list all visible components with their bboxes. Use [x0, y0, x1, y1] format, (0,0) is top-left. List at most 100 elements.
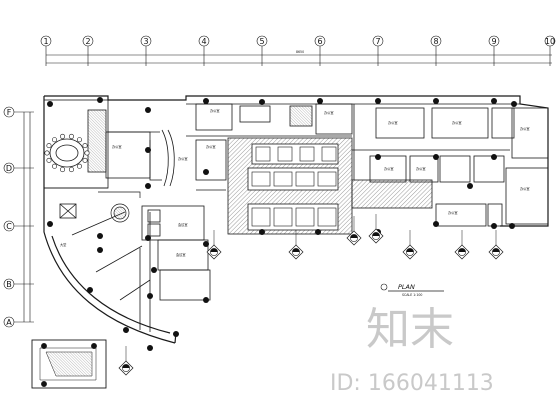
- grid-bubble-col: [488, 35, 500, 47]
- column-dot: [317, 98, 323, 104]
- chair: [52, 163, 58, 169]
- column-dot: [203, 241, 209, 247]
- watermark-brand: 知末: [366, 304, 454, 355]
- column-dot: [97, 247, 103, 253]
- column-dot: [147, 345, 153, 351]
- elevator-car: [273, 171, 293, 187]
- section-marker: [402, 230, 418, 260]
- left-wing: [43, 99, 175, 332]
- room-label: 大堂: [60, 242, 66, 247]
- grid-col-label: 9: [491, 37, 496, 46]
- top-dimension-value: 8650: [296, 50, 304, 54]
- chair: [68, 133, 74, 139]
- watermark-id: ID: 166041113: [330, 371, 494, 396]
- chair: [82, 143, 88, 149]
- room-label: 会议室: [178, 222, 188, 227]
- grid-col-label: 7: [375, 37, 380, 46]
- room-label: 办公室: [520, 186, 530, 191]
- column-dot: [87, 287, 93, 293]
- grid-bubble-col: [314, 35, 326, 47]
- column-dot: [433, 221, 439, 227]
- room-label: 办公室: [452, 120, 462, 125]
- right-wing: [186, 103, 549, 227]
- grid-bubble-col: [256, 35, 268, 47]
- section-marker: [206, 230, 222, 260]
- section-marker: [368, 214, 384, 244]
- grid-col-label: 4: [201, 37, 206, 46]
- column-dot: [145, 147, 151, 153]
- grid-bubble-col: [140, 35, 152, 47]
- chair: [52, 137, 58, 143]
- room-label: 办公室: [210, 108, 220, 113]
- elevator-car: [317, 207, 337, 227]
- core-box: [321, 146, 337, 162]
- room-label: 办公室: [384, 166, 394, 171]
- lower-rooms: [141, 205, 211, 301]
- section-marker: [454, 230, 470, 260]
- grid-col-label: 5: [259, 37, 264, 46]
- conference-table: [44, 133, 90, 173]
- chair: [46, 157, 52, 163]
- room-label: 办公室: [112, 144, 122, 149]
- section-marker: [118, 346, 134, 376]
- column-dot: [491, 154, 497, 160]
- grid-bubble-col: [40, 35, 52, 47]
- grid-row-label: D: [6, 164, 12, 173]
- column-dot: [433, 98, 439, 104]
- chair: [84, 150, 90, 156]
- elevator-car: [251, 171, 271, 187]
- room-label: 办公室: [448, 210, 458, 215]
- grid-row-label: C: [6, 222, 12, 231]
- column-tick-marks: [45, 46, 551, 66]
- column-dot: [203, 98, 209, 104]
- grid-col-label: 6: [317, 37, 322, 46]
- chair: [68, 167, 74, 173]
- elevator-car: [295, 171, 315, 187]
- top-dimension-line: [46, 54, 552, 64]
- column-dot: [97, 233, 103, 239]
- column-dot: [145, 235, 151, 241]
- chair: [44, 150, 50, 156]
- column-dot: [97, 97, 103, 103]
- grid-bubble-col: [198, 35, 210, 47]
- key-plan-inset: [31, 339, 107, 389]
- elevator-car: [251, 207, 271, 227]
- grid-bubble-col: [544, 35, 556, 47]
- core-box: [255, 146, 271, 162]
- column-dot: [375, 154, 381, 160]
- grid-col-label: 1: [43, 37, 48, 46]
- column-dot: [433, 154, 439, 160]
- grid-bubble-col: [430, 35, 442, 47]
- core-box: [299, 146, 315, 162]
- grid-bubble-col: [372, 35, 384, 47]
- column-dot: [147, 293, 153, 299]
- column-dot: [491, 98, 497, 104]
- column-dot: [491, 223, 497, 229]
- column-dot: [203, 297, 209, 303]
- elevator-car: [295, 207, 315, 227]
- room-label: 办公室: [178, 156, 188, 161]
- grid-row-label: A: [6, 318, 12, 327]
- chair: [82, 157, 88, 163]
- column-dot: [203, 169, 209, 175]
- lobby-circle: [98, 191, 141, 223]
- core-box: [277, 146, 293, 162]
- grid-row-label: B: [6, 280, 12, 289]
- room-label: 办公室: [520, 126, 530, 131]
- chair: [76, 163, 82, 169]
- section-marker: [288, 230, 304, 260]
- column-dot: [145, 183, 151, 189]
- elevator-car: [317, 171, 337, 187]
- section-markers: [118, 214, 504, 376]
- chair: [76, 137, 82, 143]
- chair: [60, 167, 66, 173]
- grid-col-label: 8: [433, 37, 438, 46]
- room-label: 办公室: [206, 144, 216, 149]
- grid-bubble-col: [82, 35, 94, 47]
- column-dot: [151, 267, 157, 273]
- column-dot: [145, 107, 151, 113]
- room-label: 办公室: [388, 120, 398, 125]
- section-marker: [346, 216, 362, 246]
